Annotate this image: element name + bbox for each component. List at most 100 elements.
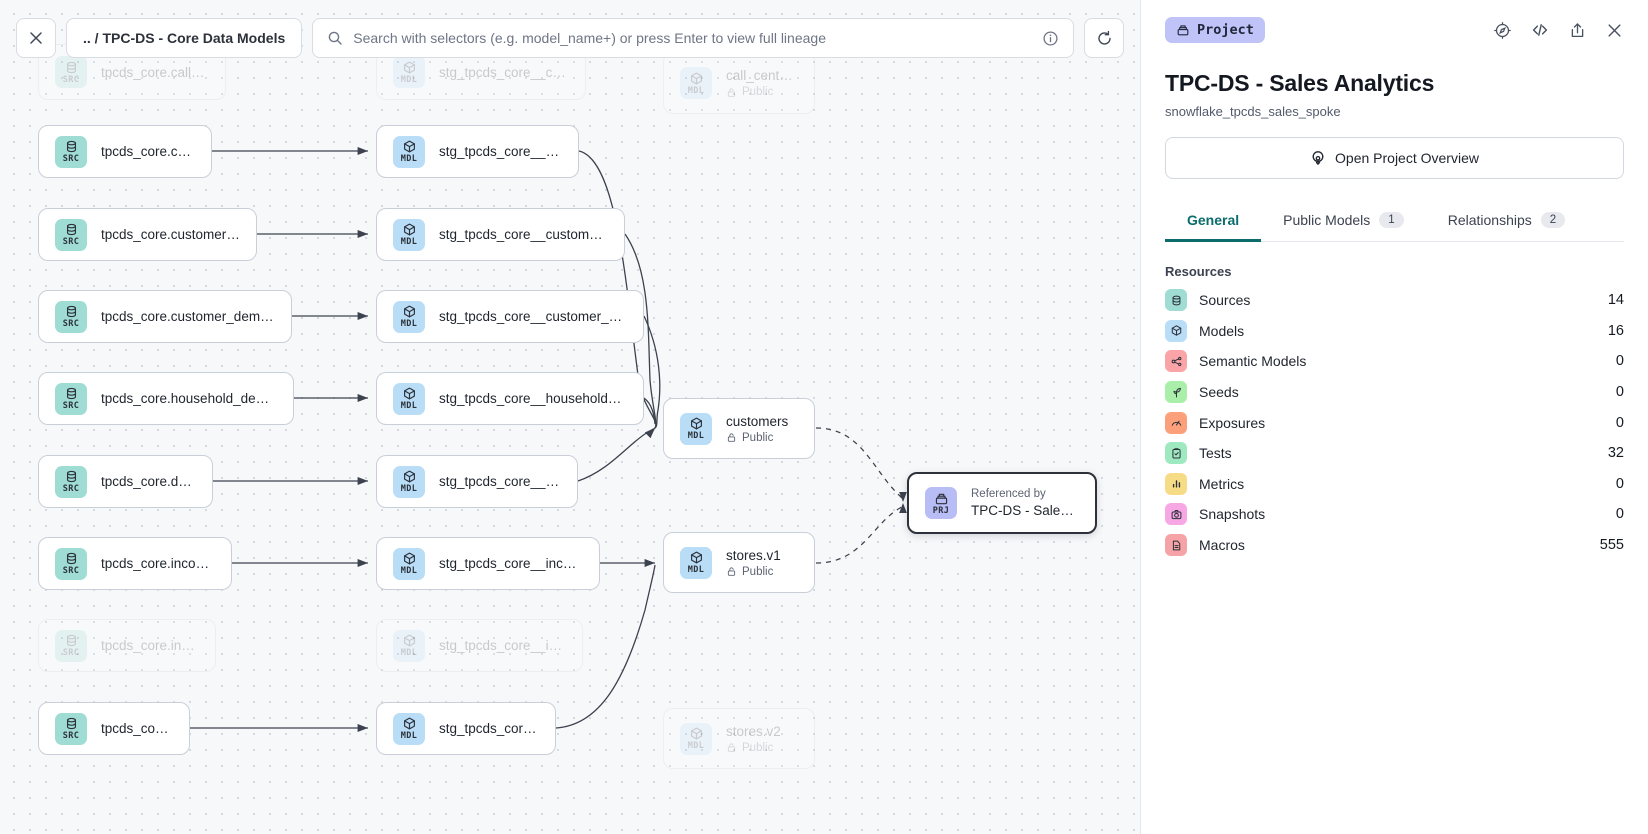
code-icon[interactable] (1530, 20, 1550, 40)
close-panel-icon[interactable] (1605, 21, 1624, 40)
resource-row-tests[interactable]: Tests 32 (1165, 438, 1624, 469)
graph-node-visibility: Public (726, 86, 798, 98)
resource-count: 32 (1607, 445, 1624, 462)
graph-node-text: tpcds_core.store (101, 721, 173, 736)
graph-node-src_store[interactable]: SRC tpcds_core.store (38, 702, 190, 755)
gauge-icon (1165, 411, 1187, 434)
share-icon[interactable] (1568, 21, 1587, 40)
page-title: TPC-DS - Sales Analytics (1165, 70, 1435, 96)
resource-name: Macros (1199, 537, 1245, 554)
graph-node-text: tpcds_core.date_dim (101, 474, 196, 489)
lineage-canvas[interactable]: .. / TPC-DS - Core Data Models Search wi… (0, 0, 1140, 834)
info-icon[interactable] (1042, 30, 1059, 47)
tab-count-badge: 1 (1379, 212, 1404, 228)
mdl-badge-icon: MDL (393, 56, 425, 88)
mdl-badge-icon: MDL (393, 300, 425, 333)
explore-icon[interactable] (1493, 21, 1512, 40)
breadcrumb[interactable]: .. / TPC-DS - Core Data Models (66, 18, 303, 58)
lock-icon (726, 566, 737, 577)
src-badge-icon: SRC (55, 712, 87, 745)
graph-node-label: tpcds_core.household_demographics (101, 391, 277, 406)
search-icon (327, 30, 343, 46)
database-icon (1165, 289, 1187, 312)
overview-button-label: Open Project Overview (1335, 150, 1479, 166)
mdl-badge-icon: MDL (680, 412, 712, 445)
graph-node-label: stg_tpcds_core__date_dim (439, 474, 561, 489)
graph-node-text: stg_tpcds_core__customer_demogra… (439, 309, 627, 324)
graph-node-label: tpcds_core.store (101, 721, 173, 736)
mdl-badge-icon: MDL (393, 382, 425, 415)
tab-general[interactable]: General (1165, 203, 1262, 242)
graph-node-text: stg_tpcds_core__call_center (439, 65, 569, 80)
graph-node-stg_date_dim[interactable]: MDL stg_tpcds_core__date_dim (376, 455, 578, 508)
mdl-badge-icon: MDL (680, 722, 712, 755)
seedling-icon (1165, 381, 1187, 404)
resource-name: Tests (1199, 445, 1232, 462)
graph-node-text: tpcds_core.customer (101, 144, 195, 159)
mdl-badge-icon: MDL (393, 465, 425, 498)
graph-node-label: tpcds_core.customer_demographics (101, 309, 275, 324)
graph-node-visibility: Public (726, 566, 781, 578)
resource-name: Seeds (1199, 384, 1239, 401)
tab-public-models[interactable]: Public Models 1 (1261, 203, 1426, 242)
chip-label: Project (1197, 22, 1254, 38)
graph-node-label: call_centers (726, 68, 798, 83)
tab-label: Public Models (1283, 212, 1371, 228)
src-badge-icon: SRC (55, 547, 87, 580)
close-lineage-button[interactable] (16, 18, 56, 58)
graph-node-text: stg_tpcds_core__household_demogr… (439, 391, 627, 406)
mdl-badge-icon: MDL (680, 67, 712, 99)
open-project-overview-button[interactable]: Open Project Overview (1165, 137, 1624, 179)
mdl-badge-icon: MDL (393, 712, 425, 745)
resource-name: Exposures (1199, 414, 1266, 431)
target-down-icon (1310, 150, 1326, 166)
graph-node-label: tpcds_core.date_dim (101, 474, 196, 489)
search-input[interactable]: Search with selectors (e.g. model_name+)… (312, 18, 1074, 58)
graph-icon (1165, 350, 1187, 373)
graph-node-stg_hh_demo[interactable]: MDL stg_tpcds_core__household_demogr… (376, 372, 644, 425)
graph-node-text: tpcds_core.call_center (101, 65, 209, 80)
graph-node-stg_cust_demo[interactable]: MDL stg_tpcds_core__customer_demogra… (376, 290, 644, 343)
graph-node-label: customers (726, 413, 789, 429)
refresh-button[interactable] (1084, 18, 1124, 58)
mdl-badge-icon: MDL (393, 547, 425, 580)
bars-icon (1165, 472, 1187, 495)
canvas-toolbar: .. / TPC-DS - Core Data Models Search wi… (0, 0, 1140, 76)
resource-count: 0 (1615, 353, 1624, 370)
resource-type-chip: Project (1165, 17, 1265, 43)
graph-node-text: tpcds_core.household_demographics (101, 391, 277, 406)
graph-node-text: tpcds_core.customer_address (101, 227, 240, 242)
graph-node-label: tpcds_core.customer_address (101, 227, 240, 242)
